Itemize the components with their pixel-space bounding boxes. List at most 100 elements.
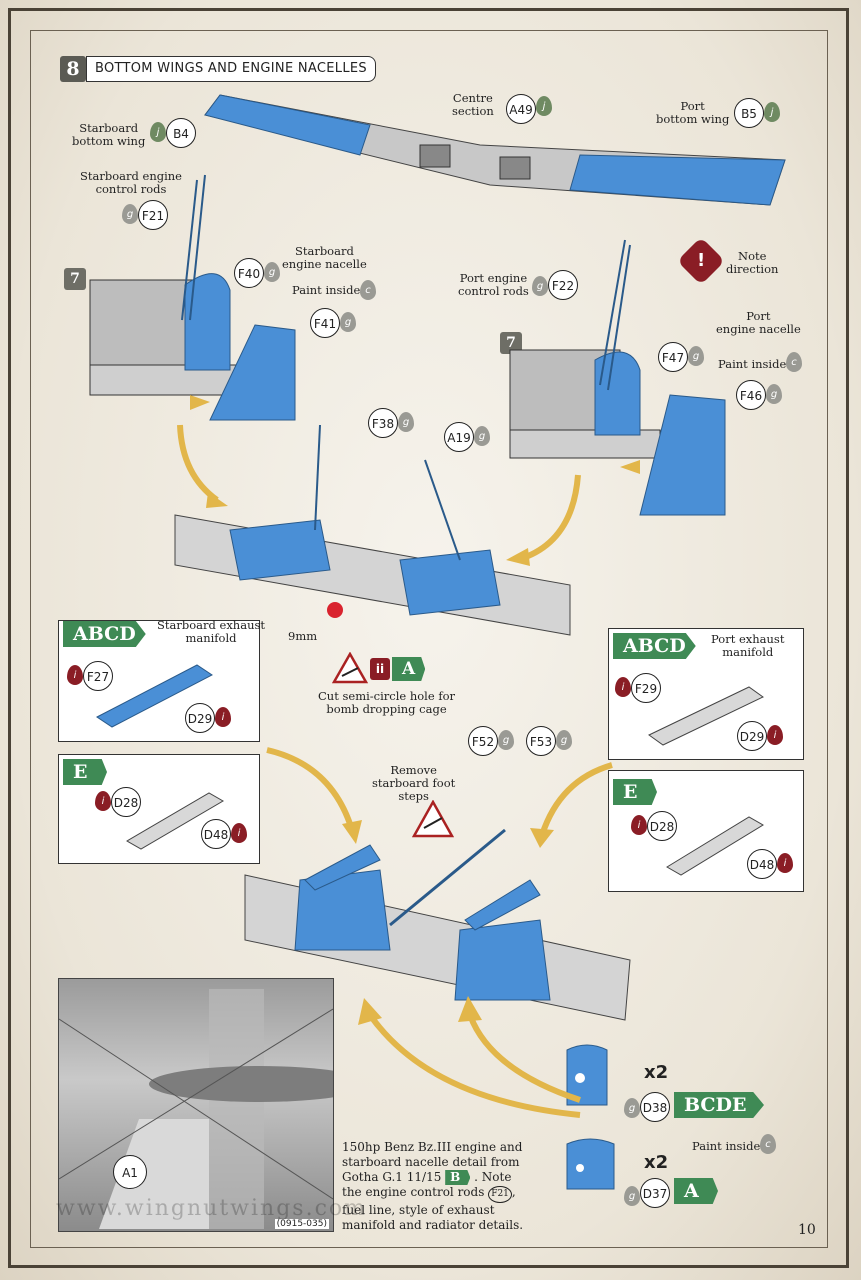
- callout-f52: F52: [468, 726, 498, 756]
- callout-f46: F46: [736, 380, 766, 410]
- guide-arrows-bottom: [358, 996, 581, 1118]
- paint-drop-c: c: [760, 1134, 776, 1154]
- paint-drop-g: g: [688, 346, 704, 366]
- paint-drop-j: j: [764, 102, 780, 122]
- bottom-wing-illustration: [204, 94, 786, 206]
- label-starboard-exhaust: Starboard exhaust manifold: [157, 618, 265, 645]
- label-port-bottom-wing: Port bottom wing: [656, 99, 730, 126]
- label-paint-inside: Paint inside: [292, 283, 361, 297]
- label-starboard-bottom-wing: Starboard bottom wing: [72, 121, 146, 148]
- paint-drop-i: i: [67, 665, 83, 685]
- paint-drop-g: g: [264, 262, 280, 282]
- callout-f29: F29: [631, 673, 661, 703]
- cut-warning-triangle-icon: [412, 800, 454, 838]
- label-paint-inside: Paint inside: [718, 357, 787, 371]
- step-7-reference: 7: [64, 268, 86, 290]
- variant-tag-e: E: [63, 759, 107, 785]
- callout-d29: D29: [185, 703, 215, 733]
- variant-tag-abcd: ABCD: [63, 621, 146, 647]
- paint-drop-g: g: [766, 384, 782, 404]
- guide-arrow-lower-left: [266, 747, 362, 844]
- guide-arrow-lower-right: [530, 762, 613, 848]
- caption-line: manifold and radiator details.: [342, 1218, 524, 1232]
- paint-drop-c: c: [360, 280, 376, 300]
- caption-line: 150hp Benz Bz.III engine and: [342, 1140, 523, 1154]
- paint-drop-g: g: [398, 412, 414, 432]
- callout-d48: D48: [747, 849, 777, 879]
- photo-caption: 150hp Benz Bz.III engine and starboard n…: [342, 1140, 542, 1233]
- label-port-nacelle: Port engine nacelle: [716, 309, 801, 336]
- callout-f21: F21: [138, 200, 168, 230]
- callout-d38: D38: [640, 1092, 670, 1122]
- paint-drop-g: g: [624, 1186, 640, 1206]
- cut-warning-triangle-icon: [332, 652, 368, 684]
- label-port-exhaust: Port exhaust manifold: [711, 632, 785, 659]
- paint-drop-g: g: [624, 1098, 640, 1118]
- step-7-reference: 7: [500, 332, 522, 354]
- label-remove-foot-steps: Remove starboard foot steps: [372, 763, 456, 803]
- port-exhaust-panel-e: E i D28 D48 i: [608, 770, 804, 892]
- page-border-outer: [8, 8, 849, 1268]
- caption-line: starboard nacelle detail from: [342, 1155, 520, 1169]
- paint-drop-g: g: [474, 426, 490, 446]
- exhaust-manifold-port-e-drawing: [666, 816, 764, 876]
- label-starboard-nacelle: Starboard engine nacelle: [282, 244, 367, 271]
- page-border-inner: [30, 30, 828, 1248]
- paint-drop-i: i: [231, 823, 247, 843]
- variant-tag-a: A: [392, 657, 426, 681]
- starboard-engine-drawing: [89, 174, 296, 421]
- variant-tag-bcde: BCDE: [674, 1092, 764, 1118]
- paint-drop-g: g: [498, 730, 514, 750]
- callout-a49: A49: [506, 94, 536, 124]
- paint-drop-i: i: [631, 815, 647, 835]
- wing-lower-nacelles-drawing: [244, 828, 631, 1021]
- callout-f41: F41: [310, 308, 340, 338]
- guide-arrow-right: [506, 474, 581, 566]
- variant-tag-e: E: [613, 779, 657, 805]
- label-note-direction: Note direction: [726, 249, 779, 276]
- callout-f21-inline: F21: [488, 1186, 512, 1203]
- callout-b5: B5: [734, 98, 764, 128]
- caption-line: the engine control rods F21,: [342, 1185, 542, 1203]
- label-port-control-rods: Port engine control rods: [458, 271, 529, 298]
- paint-drop-i: i: [777, 853, 793, 873]
- paint-drop-i: i: [215, 707, 231, 727]
- caption-line: Gotha G.1 11/15 B . Note: [342, 1170, 542, 1185]
- caption-text: Gotha G.1 11/15: [342, 1170, 442, 1184]
- radiator-d38-drawing: [566, 1044, 608, 1106]
- starboard-exhaust-panel-e: E i D28 D48 i: [58, 754, 260, 864]
- radiator-d37-drawing: [566, 1138, 615, 1190]
- multiplier-d38: x2: [644, 1062, 669, 1083]
- exhaust-manifold-e-drawing: [126, 792, 224, 850]
- callout-a19: A19: [444, 422, 474, 452]
- callout-f47: F47: [658, 342, 688, 372]
- paint-drop-i: i: [615, 677, 631, 697]
- step-number-badge: 8: [60, 56, 86, 82]
- port-engine-drawing: [509, 239, 726, 516]
- paint-drop-j: j: [536, 96, 552, 116]
- label-starboard-control-rods: Starboard engine control rods: [80, 169, 182, 196]
- variant-tag-abcd: ABCD: [613, 633, 696, 659]
- label-paint-inside: Paint inside: [692, 1139, 761, 1153]
- callout-d28: D28: [111, 787, 141, 817]
- paint-drop-g: g: [556, 730, 572, 750]
- exhaust-manifold-port-drawing: [648, 686, 764, 746]
- starboard-exhaust-panel-abcd: ABCD Starboard exhaust manifold i F27 D2…: [58, 619, 265, 742]
- callout-d28: D28: [647, 811, 677, 841]
- callout-a1: A1: [113, 1155, 147, 1189]
- variant-tag-b: B: [445, 1170, 471, 1185]
- guide-arrow-left: [177, 424, 228, 508]
- paint-badge-ii: ii: [370, 658, 390, 680]
- callout-f27: F27: [83, 661, 113, 691]
- reference-photo: A1 (0915-035): [58, 978, 334, 1232]
- photo-reference-code: (0915-035): [274, 1219, 329, 1229]
- paint-drop-g: g: [340, 312, 356, 332]
- caption-text: ,: [511, 1185, 516, 1199]
- photo-detail-drawing: [59, 989, 333, 1229]
- watermark-url: www.wingnutwings.com: [56, 1196, 368, 1221]
- caption-text: . Note: [474, 1170, 512, 1184]
- multiplier-d37: x2: [644, 1152, 669, 1173]
- dimension-label: 9mm: [288, 629, 318, 643]
- caption-line: fuel line, style of exhaust: [342, 1203, 495, 1217]
- label-centre-section: Centre section: [452, 91, 494, 118]
